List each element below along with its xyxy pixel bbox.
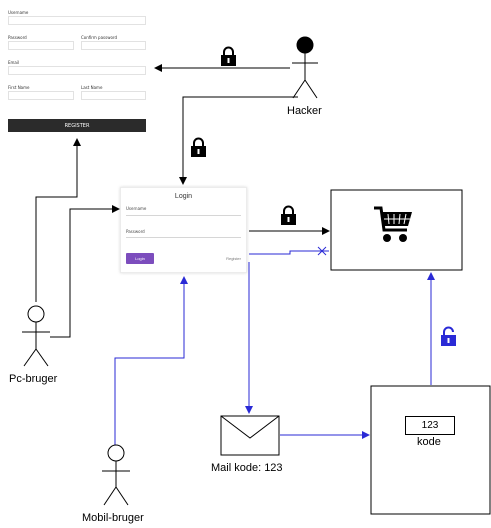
last-name-label: Last Name <box>81 85 103 90</box>
blocked-login-to-shop-edge <box>249 250 329 255</box>
login-password-input[interactable] <box>126 237 241 238</box>
pc-user-to-login-edge <box>50 205 120 338</box>
pc-user-label: Pc-bruger <box>9 373 58 385</box>
last-name-input[interactable] <box>81 91 146 100</box>
register-link[interactable]: Register <box>226 256 241 261</box>
username-input[interactable] <box>8 16 146 25</box>
username-label: Username <box>8 10 29 15</box>
pc-user-stick-figure-icon <box>22 305 50 367</box>
hacker-stick-figure-icon <box>292 36 318 99</box>
mobile-user-to-login-edge <box>114 276 188 445</box>
login-form: Login Username Password Login Register <box>120 187 247 273</box>
register-button[interactable]: REGISTER <box>8 119 146 132</box>
hacker-label: Hacker <box>287 105 322 117</box>
lock-icon <box>221 46 236 66</box>
lock-icon <box>191 137 206 157</box>
lock-icon <box>281 205 296 225</box>
mobile-user-label: Mobil-bruger <box>82 512 144 524</box>
email-input[interactable] <box>8 66 146 75</box>
mobile-user-stick-figure-icon <box>102 444 130 506</box>
envelope-icon <box>220 415 280 456</box>
login-username-label: Username <box>126 206 147 211</box>
code-verification-box <box>370 385 491 515</box>
lock-open-icon <box>441 326 456 346</box>
shopping-cart-icon <box>374 206 412 242</box>
blocked-x-icon <box>317 246 327 256</box>
password-input[interactable] <box>8 41 74 50</box>
login-password-label: Password <box>126 229 145 234</box>
pc-user-to-register-edge <box>35 138 81 302</box>
code-label: kode <box>417 436 441 448</box>
first-name-label: First Name <box>8 85 30 90</box>
email-label: Email <box>8 60 20 65</box>
login-title: Login <box>174 193 193 200</box>
hacker-to-login-edge <box>179 96 298 185</box>
mail-code-label: Mail kode: 123 <box>211 462 283 474</box>
password-label: Password <box>8 35 27 40</box>
confirm-password-input[interactable] <box>81 41 146 50</box>
login-username-input[interactable] <box>126 215 241 216</box>
confirm-password-label: Confirm password <box>81 35 118 40</box>
login-button[interactable]: Login <box>126 253 154 264</box>
first-name-input[interactable] <box>8 91 74 100</box>
code-field[interactable]: 123 <box>405 416 455 435</box>
